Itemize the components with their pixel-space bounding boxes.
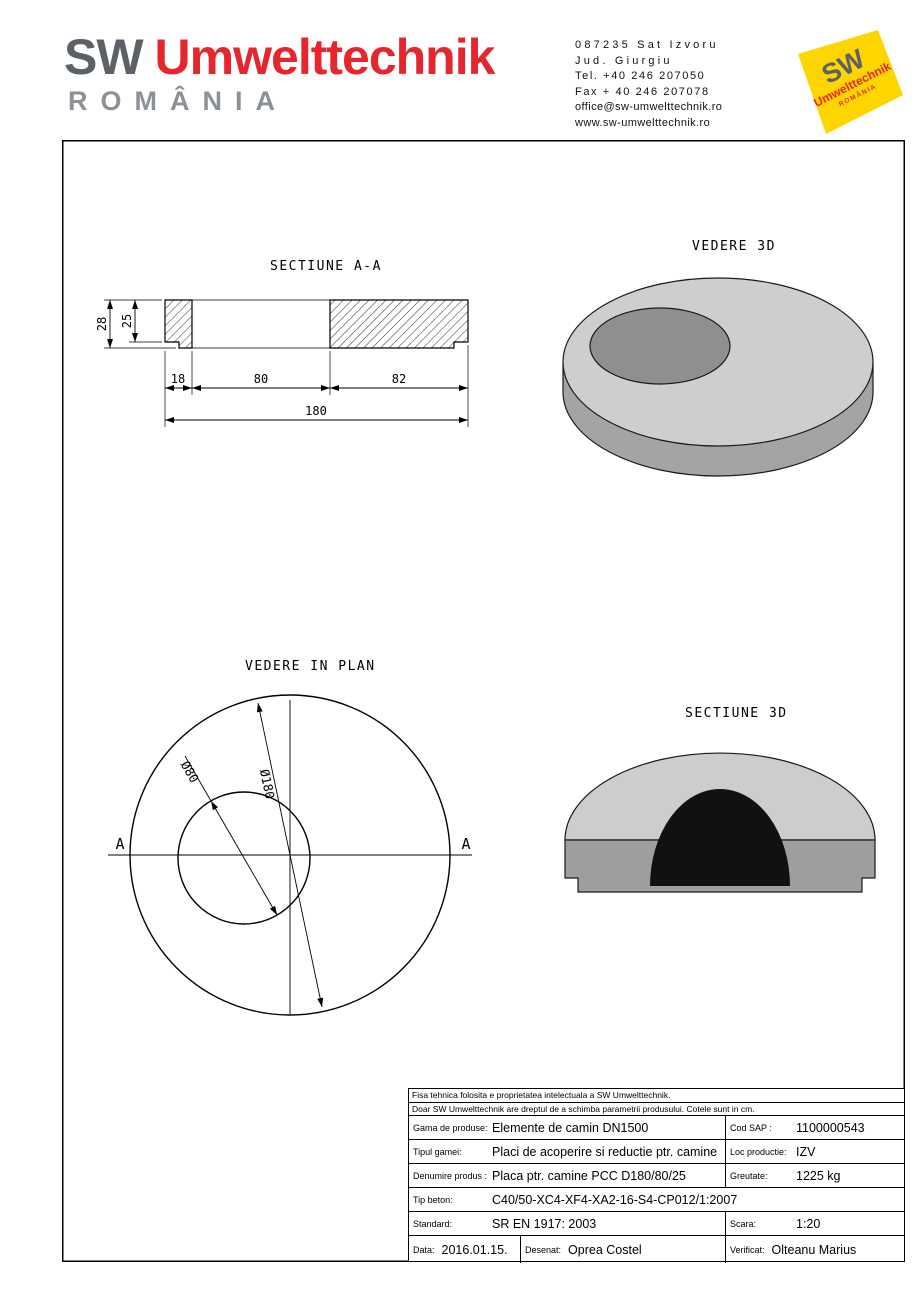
product-name-value: Placa ptr. camine PCC D180/80/25 bbox=[492, 1168, 686, 1183]
contact-email-line: office@sw-umwelttechnik.ro bbox=[575, 101, 723, 113]
dim-18: 18 bbox=[171, 372, 185, 386]
section-aa-title: SECTIUNE A-A bbox=[270, 259, 382, 274]
sap-code-value: 1100000543 bbox=[796, 1120, 865, 1135]
scale-label: Scara: bbox=[730, 1218, 757, 1229]
drawn-by-value: Oprea Costel bbox=[568, 1242, 642, 1257]
technical-drawing: SECTIUNE A-A 28 25 bbox=[62, 140, 905, 1262]
dim-80: 80 bbox=[254, 372, 268, 386]
logo-sw-text: SW bbox=[64, 29, 144, 85]
view-3d-title: VEDERE 3D bbox=[692, 239, 776, 254]
section-marker-a-right: A bbox=[461, 835, 470, 853]
dim-25: 25 bbox=[120, 314, 134, 328]
ring-3d bbox=[562, 277, 874, 477]
section-hole-edges bbox=[192, 299, 330, 349]
sap-code-label: Cod SAP : bbox=[730, 1122, 772, 1133]
standard-label: Standard: bbox=[413, 1218, 453, 1229]
plan-view-title: VEDERE IN PLAN bbox=[245, 659, 376, 674]
row-product-type: Tipul gamei: Placi de acoperire si reduc… bbox=[409, 1139, 904, 1163]
production-site-value: IZV bbox=[796, 1144, 816, 1159]
contact-block: 087235 Sat Izvoru Jud. Giurgiu Tel. +40 … bbox=[575, 38, 722, 131]
scale-value: 1:20 bbox=[796, 1216, 821, 1231]
plan-labels: A A Ø80 Ø180 bbox=[115, 758, 470, 853]
section3d-hole-arch bbox=[650, 789, 790, 886]
dim-dia-180: Ø180 bbox=[257, 768, 278, 801]
date-value: 2016.01.15. bbox=[441, 1242, 508, 1257]
copyright-note-2: Doar SW Umwelttechnik are dreptul de a s… bbox=[409, 1102, 904, 1115]
verified-by-value: Olteanu Marius bbox=[771, 1242, 857, 1257]
row-product-name: Denumire produs : Placa ptr. camine PCC … bbox=[409, 1163, 904, 1187]
product-range-label: Gama de produse: bbox=[413, 1122, 488, 1133]
weight-value: 1225 kg bbox=[796, 1168, 841, 1183]
section-right-wall bbox=[329, 299, 469, 349]
section-dimension-lines bbox=[107, 300, 468, 423]
plan-view: VEDERE IN PLAN A A Ø80 Ø180 bbox=[108, 659, 472, 1016]
section-left-wall bbox=[164, 299, 193, 349]
contact-county-line: Jud. Giurgiu bbox=[575, 54, 673, 67]
title-block: Fisa tehnica folosita e proprietatea int… bbox=[408, 1088, 905, 1263]
product-name-label: Denumire produs : bbox=[413, 1170, 488, 1181]
section-aa-view: SECTIUNE A-A 28 25 bbox=[95, 259, 469, 427]
dim-dia-80: Ø80 bbox=[178, 758, 202, 785]
view-3d: VEDERE 3D bbox=[562, 239, 874, 477]
product-type-label: Tipul gamei: bbox=[413, 1146, 462, 1157]
drawn-by-label: Desenat: bbox=[525, 1244, 562, 1255]
section-dimension-texts: 28 25 18 80 82 180 bbox=[95, 314, 406, 418]
verified-by-label: Verificat: bbox=[730, 1244, 765, 1255]
contact-phone-line: Tel. +40 246 207050 bbox=[575, 70, 706, 82]
weight-label: Greutate: bbox=[730, 1170, 768, 1181]
ring-hole bbox=[589, 307, 731, 385]
row-product-range: Gama de produse: Elemente de camin DN150… bbox=[409, 1115, 904, 1139]
concrete-type-value: C40/50-XC4-XF4-XA2-16-S4-CP012/1:2007 bbox=[492, 1192, 738, 1207]
contact-website-line: www.sw-umwelttechnik.ro bbox=[575, 116, 711, 129]
dim-82: 82 bbox=[392, 372, 406, 386]
concrete-type-label: Tip beton: bbox=[413, 1194, 453, 1205]
logo-country-text: ROMÂNIA bbox=[68, 86, 288, 116]
corner-badge: SW Umwelttechnik ROMÂNIA bbox=[798, 30, 903, 134]
row-standard: Standard: SR EN 1917: 2003 Scara: 1:20 bbox=[409, 1211, 904, 1235]
logo-brand-text: Umwelttechnik bbox=[154, 29, 496, 85]
row-signatures: Data: 2016.01.15. Desenat: Oprea Costel … bbox=[409, 1235, 904, 1263]
section-3d-view: SECTIUNE 3D bbox=[564, 706, 876, 893]
copyright-note-1: Fisa tehnica folosita e proprietatea int… bbox=[412, 1090, 671, 1100]
section-aa-hatched-walls bbox=[164, 299, 469, 349]
dim-180: 180 bbox=[305, 404, 327, 418]
dim-28: 28 bbox=[95, 317, 109, 331]
section-3d-title: SECTIUNE 3D bbox=[685, 706, 788, 721]
product-range-value: Elemente de camin DN1500 bbox=[492, 1120, 649, 1135]
contact-fax-line: Fax + 40 246 207078 bbox=[575, 85, 710, 98]
row-concrete-type: Tip beton: C40/50-XC4-XF4-XA2-16-S4-CP01… bbox=[409, 1187, 904, 1211]
product-type-value: Placi de acoperire si reductie ptr. cami… bbox=[492, 1144, 718, 1159]
dia-180-line bbox=[256, 702, 324, 1008]
production-site-label: Loc productie: bbox=[730, 1146, 787, 1157]
section-marker-a-left: A bbox=[115, 835, 124, 853]
contact-address-line: 087235 Sat Izvoru bbox=[575, 39, 719, 51]
badge-background bbox=[798, 30, 903, 134]
date-label: Data: bbox=[413, 1244, 435, 1255]
standard-value: SR EN 1917: 2003 bbox=[492, 1216, 597, 1231]
dia-80-line bbox=[184, 755, 278, 916]
